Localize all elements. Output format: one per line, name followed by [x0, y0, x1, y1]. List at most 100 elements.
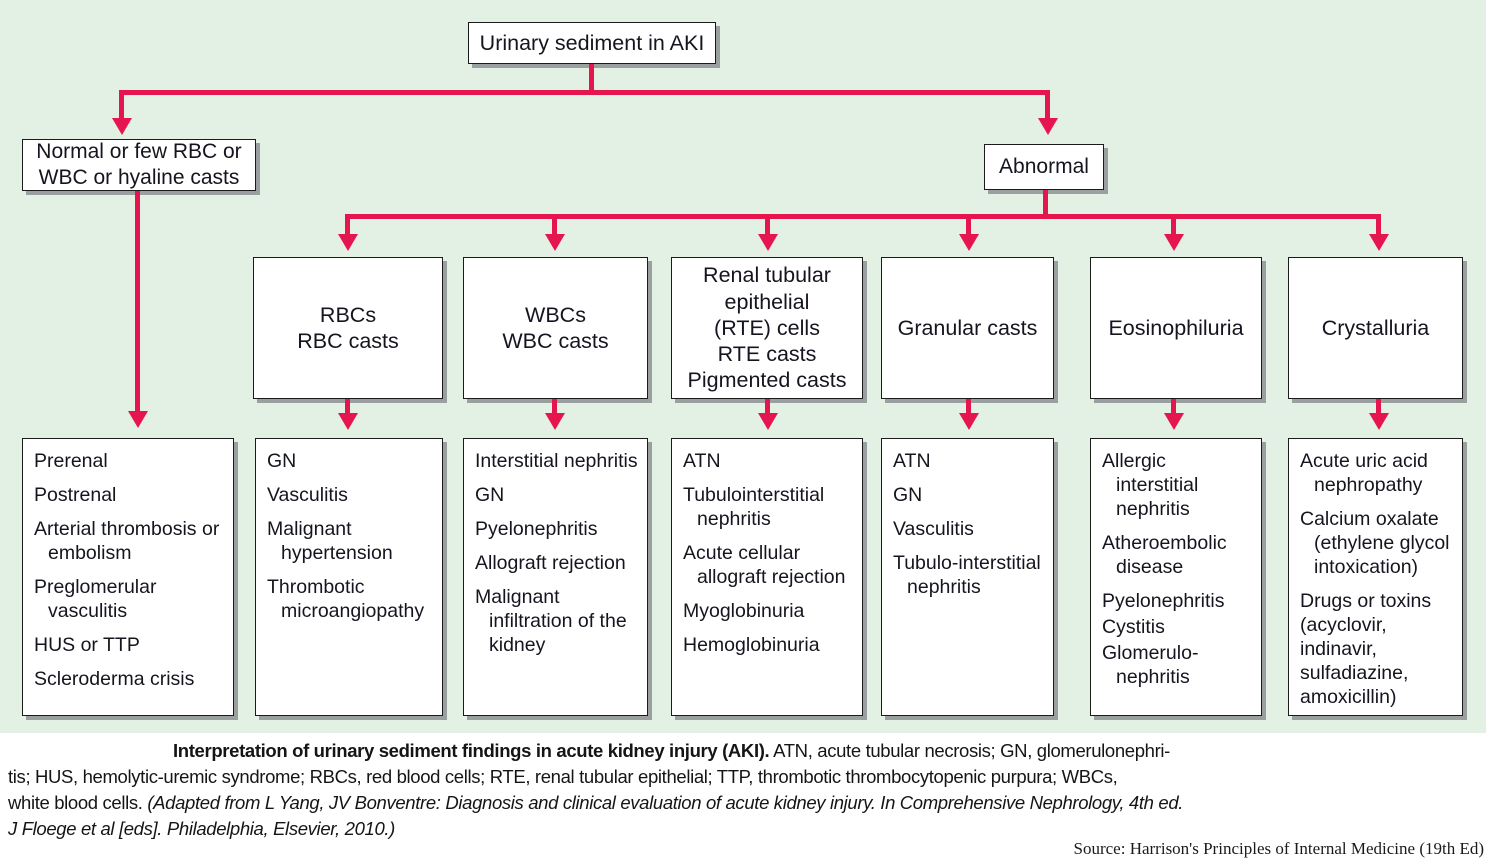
arrow-wbcs-to-outcome	[545, 413, 565, 430]
node-category-wbcs[interactable]: WBCs WBC casts	[463, 257, 648, 399]
arrow-crystal-to-outcome	[1369, 413, 1389, 430]
outcome-item: Hemoglobinuria	[683, 633, 820, 656]
outcome-item: Acute uric acid nephropathy	[1300, 450, 1428, 496]
connector-to-normal	[119, 90, 124, 120]
outcome-item: Drugs or toxins (acyclovir, indinavir, s…	[1300, 589, 1432, 708]
caption-source-ref-1: (Adapted from L Yang, JV Bonventre: Diag…	[147, 792, 1184, 813]
arrow-cat-crystal	[1369, 234, 1389, 251]
caption-title: Interpretation of urinary sediment findi…	[173, 740, 770, 761]
category-line: RBCs	[319, 302, 377, 327]
arrow-cat-granular	[959, 234, 979, 251]
outcome-item: GN	[267, 450, 297, 472]
node-label: Renal tubular epithelial (RTE) cells RTE…	[688, 262, 847, 393]
connector-eosino-to-outcome	[1171, 399, 1176, 415]
node-category-granular-casts[interactable]: Granular casts	[881, 257, 1054, 399]
arrow-cat-rte	[758, 234, 778, 251]
node-label: WBCs WBC casts	[502, 302, 608, 354]
connector-cat-granular	[966, 214, 971, 236]
node-label: RBCs RBC casts	[297, 302, 399, 354]
connector-cat-wbcs	[552, 214, 557, 236]
outcome-item: Calcium oxalate (ethylene glycol intoxic…	[1300, 507, 1450, 578]
outcome-item: Tubulointerstitial nephritis	[683, 483, 825, 530]
connector-to-abnormal	[1045, 90, 1050, 120]
source-attribution: Source: Harrison's Principles of Interna…	[1073, 839, 1484, 858]
category-line: Renal tubular	[703, 263, 831, 288]
outcome-item: Cystitis	[1102, 615, 1165, 638]
category-line: WBC casts	[502, 329, 609, 353]
category-line: (RTE) cells	[714, 315, 820, 340]
arrow-cat-rbcs	[338, 234, 358, 251]
connector-cat-rte	[765, 214, 770, 236]
outcome-item: Glomerulo-nephritis	[1102, 641, 1199, 688]
arrow-normal-to-outcomes	[128, 411, 148, 428]
connector-cat-rbcs	[345, 214, 350, 236]
outcome-item: Vasculitis	[267, 483, 348, 506]
outcome-item: Tubulo-interstitial nephritis	[893, 551, 1041, 598]
node-abnormal[interactable]: Abnormal	[984, 144, 1104, 190]
connector-cat-eosino	[1171, 214, 1176, 236]
node-outcomes-prerenal[interactable]: Prerenal Postrenal Arterial thrombosis o…	[22, 438, 234, 716]
outcome-item: Acute cellular allograft rejection	[683, 541, 846, 588]
node-category-eosinophiluria[interactable]: Eosinophiluria	[1090, 257, 1262, 399]
outcome-item: Pyelonephritis	[475, 517, 598, 540]
node-outcomes-wbc[interactable]: Interstitial nephritis GN Pyelonephritis…	[463, 438, 648, 716]
outcome-item: Myoglobinuria	[683, 599, 805, 622]
connector-rte-to-outcome	[765, 399, 770, 415]
node-label: Abnormal	[999, 155, 1089, 179]
outcome-item: HUS or TTP	[34, 633, 140, 656]
outcome-item: Thrombotic microangiopathy	[267, 575, 425, 622]
category-line: Pigmented casts	[687, 368, 847, 393]
figure-caption: Interpretation of urinary sediment findi…	[0, 733, 1496, 866]
node-outcomes-eosinophiluria[interactable]: Allergic interstitial nephritis Atheroem…	[1090, 438, 1262, 716]
caption-abbrev-start: ATN, acute tubular necrosis; GN, glomeru…	[769, 740, 1170, 761]
category-line: WBCs	[525, 302, 586, 327]
node-normal-findings[interactable]: Normal or few RBC or WBC or hyaline cast…	[22, 139, 256, 191]
arrow-cat-eosino	[1164, 234, 1184, 251]
arrow-eosino-to-outcome	[1164, 413, 1184, 430]
outcome-item: Interstitial nephritis	[475, 450, 638, 472]
outcome-item: Allergic interstitial nephritis	[1102, 450, 1199, 520]
connector-cat-crystal	[1376, 214, 1381, 236]
caption-line-3: white blood cells. (Adapted from L Yang,…	[8, 792, 1490, 814]
node-outcomes-rte[interactable]: ATN Tubulointerstitial nephritis Acute c…	[671, 438, 863, 716]
outcome-item: Pyelonephritis	[1102, 589, 1225, 612]
connector-rbcs-to-outcome	[345, 399, 350, 415]
caption-line-1: Interpretation of urinary sediment findi…	[8, 740, 1490, 762]
outcome-item: Scleroderma crisis	[34, 667, 195, 690]
connector-normal-down	[135, 191, 140, 413]
diagram-panel: Urinary sediment in AKI Normal or few RB…	[0, 0, 1486, 733]
node-label: Crystalluria	[1321, 315, 1430, 340]
node-urinary-sediment-in-aki[interactable]: Urinary sediment in AKI	[468, 22, 716, 64]
caption-line-4: J Floege et al [eds]. Philadelphia, Else…	[8, 818, 1490, 840]
connector-root-down	[589, 64, 594, 92]
connector-crystal-to-outcome	[1376, 399, 1381, 415]
node-outcomes-granular[interactable]: ATN GN Vasculitis Tubulo-interstitial ne…	[881, 438, 1054, 716]
outcome-item: Vasculitis	[893, 517, 974, 540]
arrow-granular-to-outcome	[959, 413, 979, 430]
node-category-rbcs[interactable]: RBCs RBC casts	[253, 257, 443, 399]
outcome-item: Allograft rejection	[475, 551, 626, 574]
outcome-item: Malignant infiltration of the kidney	[475, 585, 627, 656]
caption-source-ref-2: J Floege et al [eds]. Philadelphia, Else…	[8, 818, 395, 839]
outcome-item: Arterial thrombosis or embolism	[34, 517, 220, 564]
node-category-rte-cells[interactable]: Renal tubular epithelial (RTE) cells RTE…	[671, 257, 863, 399]
outcome-item: ATN	[893, 450, 931, 472]
category-line: epithelial	[724, 289, 810, 314]
arrow-to-normal	[112, 118, 132, 135]
arrow-rte-to-outcome	[758, 413, 778, 430]
outcome-item: ATN	[683, 450, 721, 472]
node-outcomes-rbc[interactable]: GN Vasculitis Malignant hypertension Thr…	[255, 438, 443, 716]
caption-line-2: tis; HUS, hemolytic-uremic syndrome; RBC…	[8, 766, 1118, 787]
outcome-item: Malignant hypertension	[267, 517, 393, 564]
node-category-crystalluria[interactable]: Crystalluria	[1288, 257, 1463, 399]
outcome-item: Prerenal	[34, 450, 108, 472]
node-outcomes-crystalluria[interactable]: Acute uric acid nephropathy Calcium oxal…	[1288, 438, 1463, 716]
arrow-rbcs-to-outcome	[338, 413, 358, 430]
arrow-to-abnormal	[1038, 118, 1058, 135]
node-label: Eosinophiluria	[1108, 315, 1244, 340]
connector-wbcs-to-outcome	[552, 399, 557, 415]
outcome-item: GN	[475, 483, 505, 506]
category-line: RBC casts	[297, 329, 399, 353]
outcome-item: GN	[893, 483, 923, 506]
connector-abnormal-down	[1043, 190, 1048, 216]
